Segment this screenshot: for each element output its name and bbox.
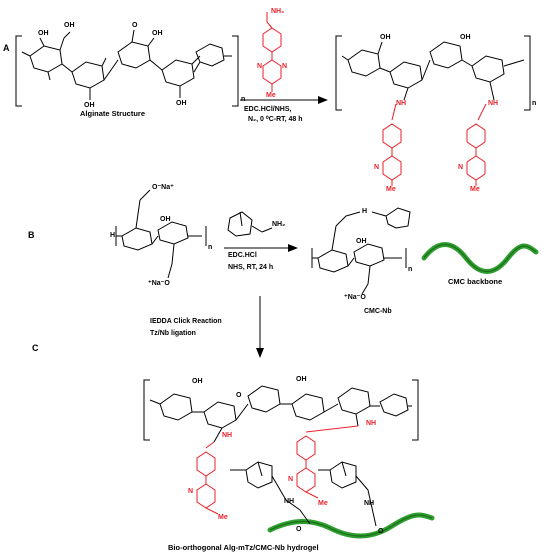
oh-label-a6: OH — [380, 34, 391, 41]
nh-label-c3: NH — [284, 498, 295, 505]
amine-label: NH₂ — [271, 8, 285, 15]
tetrazine-amine-reagent — [262, 12, 282, 92]
cmc-backbone-wave — [421, 242, 539, 274]
me-label-c2: Me — [318, 500, 328, 507]
panel-label-c: C — [32, 343, 39, 353]
reagent-a-top: EDC.HCl/NHS, — [244, 106, 292, 113]
nh-label-c1: NH — [222, 432, 233, 439]
reaction-arrow-a — [240, 96, 328, 104]
n-label-b1: n — [208, 244, 213, 251]
cmc-backbone-label: CMC backbone — [448, 277, 503, 286]
hydrogel-caption: Bio-orthogonal Alg-mTz/CMC-Nb hydrogel — [168, 543, 319, 552]
nh-label-c4: NH — [364, 500, 375, 507]
n-label-b2: n — [408, 266, 413, 273]
n-label-a2: N — [458, 164, 464, 171]
o-label-c2: O — [296, 526, 302, 533]
alginate-caption: Alginate Structure — [80, 109, 146, 118]
hydrogel-structure — [143, 379, 419, 511]
n-label-c2: N — [288, 476, 294, 483]
tetrazine-n-label-b: N — [282, 63, 288, 70]
repeat-index-a1: n — [241, 96, 246, 103]
oh-label-a7: OH — [460, 34, 471, 41]
reagent-b-bottom: NHS, RT, 24 h — [228, 264, 274, 271]
o-label-c1: O — [236, 392, 242, 399]
nh-label-c2: NH — [366, 420, 377, 427]
norbornene-amine — [227, 211, 273, 237]
alginate-mtz-product — [335, 35, 531, 111]
transition-line2: Tz/Nb ligation — [150, 330, 196, 337]
sodium-bottom-label: ⁺Na⁻O — [148, 280, 170, 287]
me-label-a1: Me — [386, 186, 396, 193]
cmc-nb-product — [311, 207, 411, 295]
reaction-arrow-b — [224, 244, 298, 252]
hydrogel-backbone — [267, 507, 435, 539]
oh-label-a5: OH — [176, 100, 187, 107]
oh-label-c1: OH — [192, 378, 203, 385]
tetrazine-n-label-a: N — [257, 63, 263, 70]
oh-label-b1: OH — [160, 216, 171, 223]
norbornene-amine-label: NH₂ — [272, 221, 286, 228]
me-label-c1: Me — [218, 514, 228, 521]
h-label-b1: H — [110, 232, 116, 239]
oh-label-b2: OH — [356, 238, 367, 245]
sodium-top-label: O⁻Na⁺ — [152, 184, 174, 191]
me-label-a2: Me — [470, 186, 480, 193]
cmc-structure — [115, 189, 207, 279]
oh-label-a3: OH — [152, 30, 163, 37]
nh-label-a1: NH — [396, 100, 407, 107]
transition-line1: IEDDA Click Reaction — [150, 318, 222, 325]
reagent-b-top: EDC.HCl — [228, 252, 257, 259]
reagent-a-bottom: N₂, 0 ⁰C-RT, 48 h — [248, 116, 303, 123]
alginate-structure — [15, 29, 239, 107]
oh-label-a2: OH — [64, 22, 75, 29]
hydrogel-pendants — [196, 425, 359, 515]
nh-label-a2: NH — [488, 100, 499, 107]
nh-label-b1: H — [362, 208, 368, 215]
repeat-index-a2: n — [532, 100, 537, 107]
oh-label-c2: OH — [296, 376, 307, 383]
oh-label-a1: OH — [38, 30, 49, 37]
o-label-c3: O — [378, 528, 384, 535]
reaction-arrow-c — [256, 296, 264, 358]
n-label-a1: N — [374, 164, 380, 171]
cmc-nb-label: CMC-Nb — [364, 308, 392, 315]
n-label-c1: N — [188, 488, 194, 495]
o-label-a1: O — [132, 22, 138, 29]
oh-label-a4: OH — [84, 102, 95, 109]
panel-label-b: B — [28, 230, 35, 240]
sodium-product-label: ⁺Na⁻O — [344, 294, 366, 301]
panel-label-a: A — [3, 43, 10, 53]
tetrazine-me-label: Me — [266, 92, 276, 99]
product-a-pendants — [382, 103, 487, 186]
